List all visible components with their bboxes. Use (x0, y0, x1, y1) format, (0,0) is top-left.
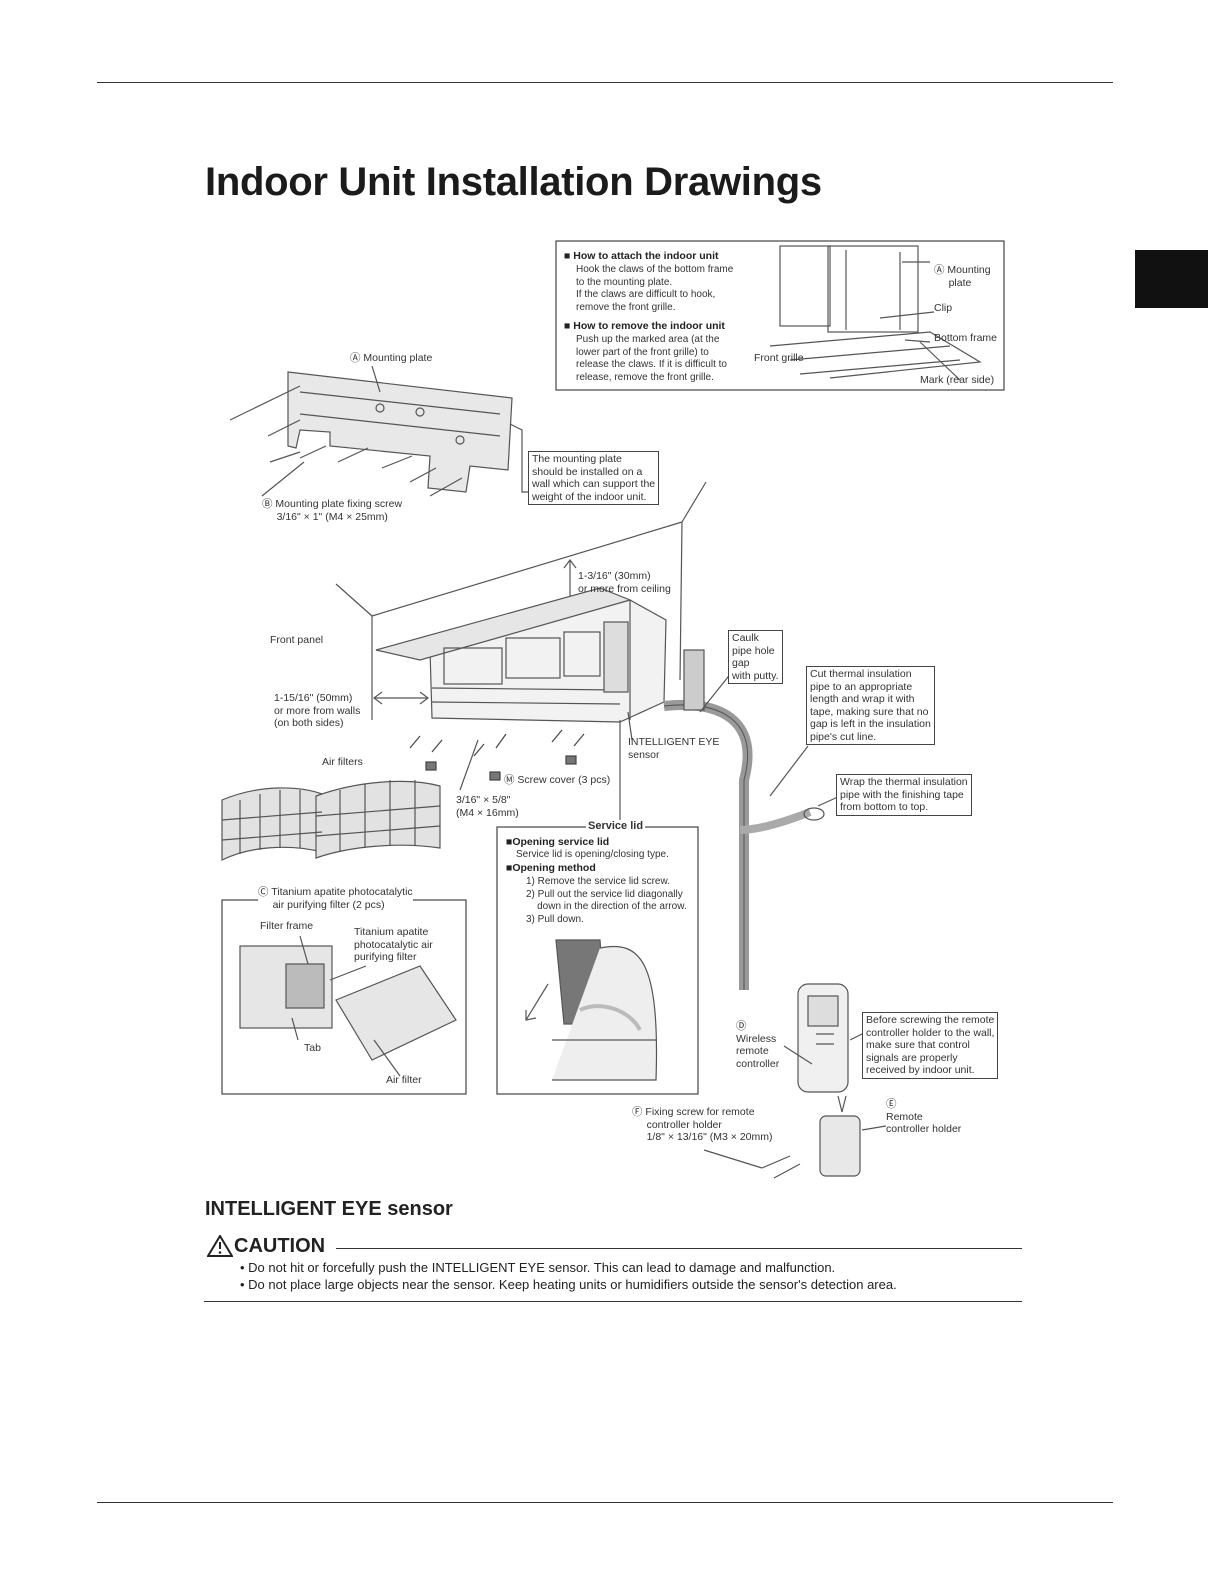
page-title: Indoor Unit Installation Drawings (205, 160, 822, 204)
service-lid-opening-text: Service lid is opening/closing type. (516, 849, 669, 860)
caution-bottom-rule (204, 1301, 1022, 1302)
label-air-filter: Air filter (386, 1074, 422, 1086)
label-front-panel: Front panel (270, 634, 324, 646)
service-lid-title: Service lid (586, 820, 646, 833)
section-tab (1135, 250, 1208, 308)
note-remote: Before screwing the remote controller ho… (862, 1012, 999, 1079)
caution-bullet-1: • Do not hit or forcefully push the INTE… (240, 1260, 836, 1275)
label-fixing-screw: Ⓑ Mounting plate fixing screw 3/16" × 1"… (262, 498, 403, 523)
remove-heading: ■ How to remove the indoor unit (564, 320, 725, 332)
label-titanium-filter: Ⓒ Titanium apatite photocatalytic air pu… (258, 886, 413, 911)
attach-label-front-grille: Front grille (754, 352, 804, 364)
warning-icon (207, 1235, 233, 1257)
attach-label-mark: Mark (rear side) (920, 374, 995, 386)
label-mounting-plate: Ⓐ Mounting plate (350, 352, 433, 364)
note-cut-insulation: Cut thermal insulation pipe to an approp… (806, 666, 935, 745)
label-eye-sensor: INTELLIGENT EYE sensor (628, 736, 720, 761)
caution-bullet-2: • Do not place large objects near the se… (240, 1277, 897, 1292)
label-screw-cover: Ⓜ Screw cover (3 pcs) (504, 774, 611, 786)
attach-label-mounting-plate: Ⓐ Mounting plate (934, 264, 991, 289)
service-lid-method-heading: ■Opening method (506, 862, 596, 874)
label-ceiling-gap: 1-3/16" (30mm) or more from ceiling (578, 570, 671, 595)
note-mounting-plate: The mounting plate should be installed o… (528, 451, 660, 505)
label-remote: Ⓓ Wireless remote controller (736, 1020, 780, 1070)
caution-rule (336, 1248, 1022, 1249)
air-filters-drawing (221, 780, 441, 861)
top-rule (97, 82, 1113, 83)
remote-drawing (703, 983, 887, 1179)
indoor-unit-drawing (375, 587, 667, 723)
label-titanium-detail: Titanium apatite photocatalytic air puri… (354, 926, 433, 963)
attach-heading: ■ How to attach the indoor unit (564, 250, 719, 262)
label-filter-frame: Filter frame (260, 920, 314, 932)
bottom-rule (97, 1502, 1113, 1503)
attach-detail-drawing (769, 245, 982, 381)
attach-label-clip: Clip (934, 302, 953, 314)
mounting-plate-drawing (229, 365, 528, 497)
remove-text: Push up the marked area (at the lower pa… (576, 334, 727, 383)
label-air-filters: Air filters (322, 756, 363, 768)
label-wall-gap: 1-15/16" (50mm) or more from walls (on b… (274, 692, 361, 729)
sensor-section-heading: INTELLIGENT EYE sensor (205, 1198, 453, 1220)
note-wrap-pipe: Wrap the thermal insulation pipe with th… (836, 774, 972, 816)
label-tab: Tab (304, 1042, 321, 1054)
caution-title: CAUTION (234, 1235, 326, 1257)
label-remote-screw: Ⓕ Fixing screw for remote controller hol… (632, 1106, 773, 1143)
label-remote-holder: Ⓔ Remote controller holder (886, 1098, 962, 1135)
attach-text: Hook the claws of the bottom frame to th… (576, 264, 734, 313)
service-lid-opening-heading: ■Opening service lid (506, 836, 610, 848)
label-screw-size: 3/16" × 5/8" (M4 × 16mm) (456, 794, 519, 819)
service-lid-steps: 1) Remove the service lid screw. 2) Pull… (526, 876, 687, 925)
note-caulk: Caulk pipe hole gap with putty. (728, 630, 783, 684)
attach-label-bottom-frame: Bottom frame (934, 332, 998, 344)
